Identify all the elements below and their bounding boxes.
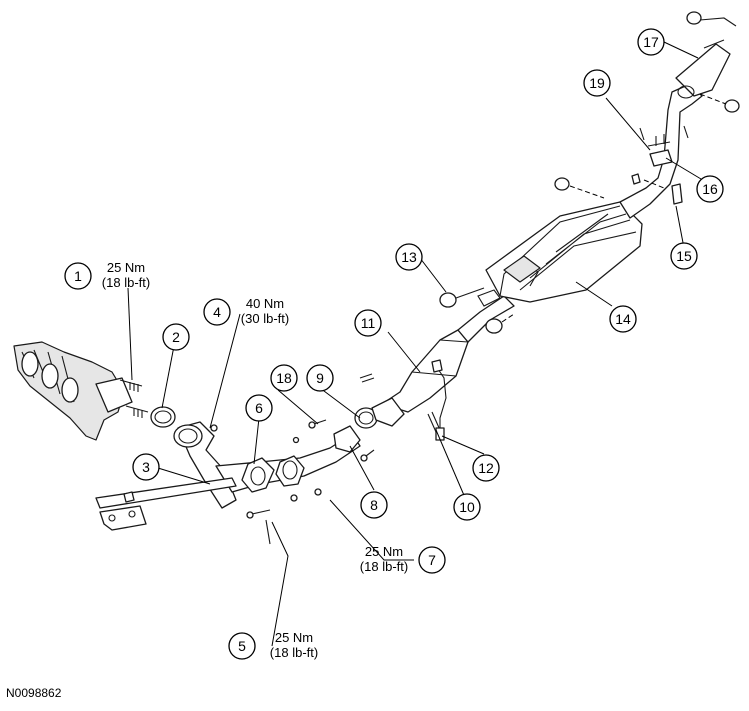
figure-id: N0098862 <box>6 686 62 700</box>
svg-text:3: 3 <box>142 459 150 475</box>
svg-text:9: 9 <box>316 370 324 386</box>
callout-2: 2 <box>162 323 190 351</box>
callout-18: 18 <box>270 364 298 392</box>
callout-17: 17 <box>637 28 665 56</box>
torque-label-5: 25 Nm (18 lb-ft) <box>270 630 318 660</box>
callout-4: 4 <box>203 298 231 326</box>
callout-8: 8 <box>360 491 388 519</box>
catalytic-converter <box>371 329 469 441</box>
exhaust-support-bracket <box>95 477 237 531</box>
svg-text:(18 lb-ft): (18 lb-ft) <box>360 559 408 574</box>
svg-text:40 Nm: 40 Nm <box>246 296 284 311</box>
svg-text:25 Nm: 25 Nm <box>365 544 403 559</box>
svg-text:1: 1 <box>74 268 82 284</box>
svg-text:(30 lb-ft): (30 lb-ft) <box>241 311 289 326</box>
callout-1: 1 <box>64 262 92 290</box>
torque-label-7: 25 Nm (18 lb-ft) <box>360 544 408 574</box>
callout-5: 5 <box>228 632 256 660</box>
svg-text:2: 2 <box>172 329 180 345</box>
callout-13: 13 <box>395 243 423 271</box>
svg-text:13: 13 <box>401 249 417 265</box>
svg-text:18: 18 <box>276 370 292 386</box>
svg-text:25 Nm: 25 Nm <box>275 630 313 645</box>
callout-6: 6 <box>245 394 273 422</box>
callout-15: 15 <box>670 242 698 270</box>
callout-10: 10 <box>453 493 481 521</box>
torque-label-4: 40 Nm (30 lb-ft) <box>241 296 289 326</box>
callouts: 1 2 3 4 5 6 7 8 9 10 11 12 13 14 15 16 1… <box>64 28 724 660</box>
front-exhaust-pipe <box>173 421 361 509</box>
svg-text:4: 4 <box>213 304 221 320</box>
torque-label-1: 25 Nm (18 lb-ft) <box>102 260 150 290</box>
callout-19: 19 <box>583 69 611 97</box>
leader-lines <box>127 41 707 647</box>
svg-text:25 Nm: 25 Nm <box>107 260 145 275</box>
callout-12: 12 <box>472 454 500 482</box>
callout-7: 7 <box>418 546 446 574</box>
callout-3: 3 <box>132 453 160 481</box>
callout-16: 16 <box>696 175 724 203</box>
callout-11: 11 <box>354 309 382 337</box>
svg-text:19: 19 <box>589 75 605 91</box>
svg-text:(18 lb-ft): (18 lb-ft) <box>102 275 150 290</box>
muffler <box>439 201 643 334</box>
intermediate-pipe <box>457 289 515 343</box>
svg-text:15: 15 <box>676 248 692 264</box>
svg-text:8: 8 <box>370 497 378 513</box>
svg-text:6: 6 <box>255 400 263 416</box>
svg-text:5: 5 <box>238 638 246 654</box>
tailpipe <box>554 11 740 219</box>
svg-text:7: 7 <box>428 552 436 568</box>
svg-text:11: 11 <box>361 315 376 331</box>
fasteners <box>210 373 441 545</box>
svg-text:14: 14 <box>615 311 631 327</box>
svg-text:10: 10 <box>459 499 475 515</box>
svg-text:12: 12 <box>478 460 494 476</box>
callout-9: 9 <box>306 364 334 392</box>
svg-text:16: 16 <box>702 181 718 197</box>
svg-text:(18 lb-ft): (18 lb-ft) <box>270 645 318 660</box>
svg-text:17: 17 <box>643 34 659 50</box>
callout-14: 14 <box>609 305 637 333</box>
manifold-gasket <box>150 406 176 428</box>
torque-labels: 25 Nm (18 lb-ft) 40 Nm (30 lb-ft) 25 Nm … <box>102 260 408 660</box>
exhaust-manifold <box>13 341 149 441</box>
